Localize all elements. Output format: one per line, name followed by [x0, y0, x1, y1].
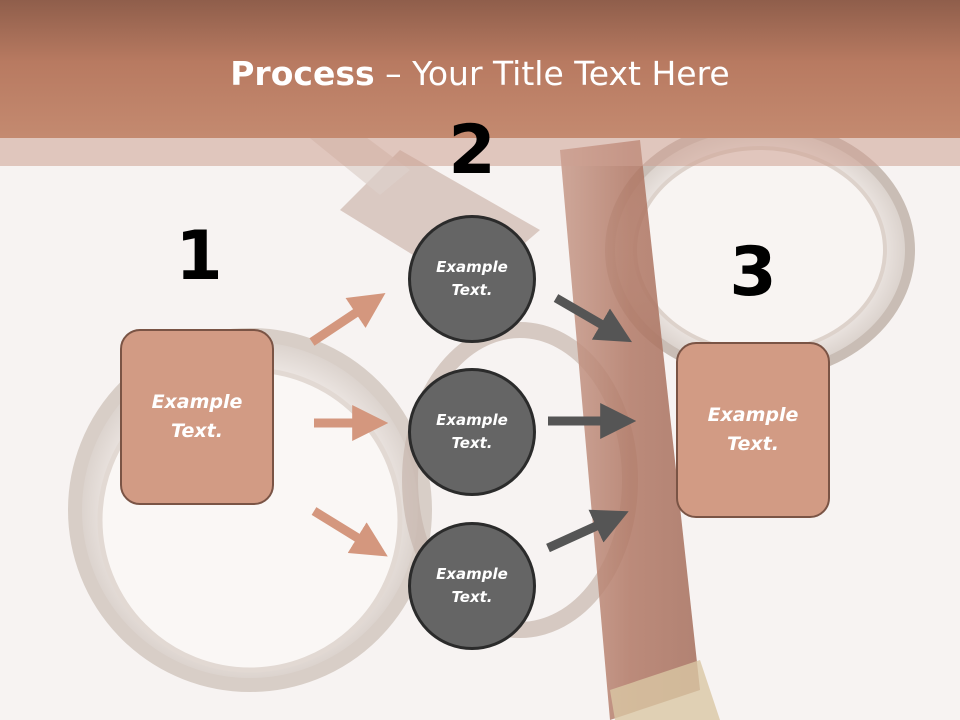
title-band	[0, 0, 960, 138]
title-rest: – Your Title Text Here	[374, 54, 730, 93]
step-number-2: 2	[448, 111, 496, 190]
left-box: Example Text.	[120, 329, 274, 505]
circle-top: Example Text.	[408, 215, 536, 343]
title-bold: Process	[230, 54, 375, 93]
step-number-3: 3	[729, 233, 777, 312]
title-strip	[0, 138, 960, 166]
circle-middle: Example Text.	[408, 368, 536, 496]
step-number-1: 1	[175, 217, 223, 296]
circle-bottom: Example Text.	[408, 522, 536, 650]
right-box: Example Text.	[676, 342, 830, 518]
slide-title: Process – Your Title Text Here	[0, 52, 960, 96]
